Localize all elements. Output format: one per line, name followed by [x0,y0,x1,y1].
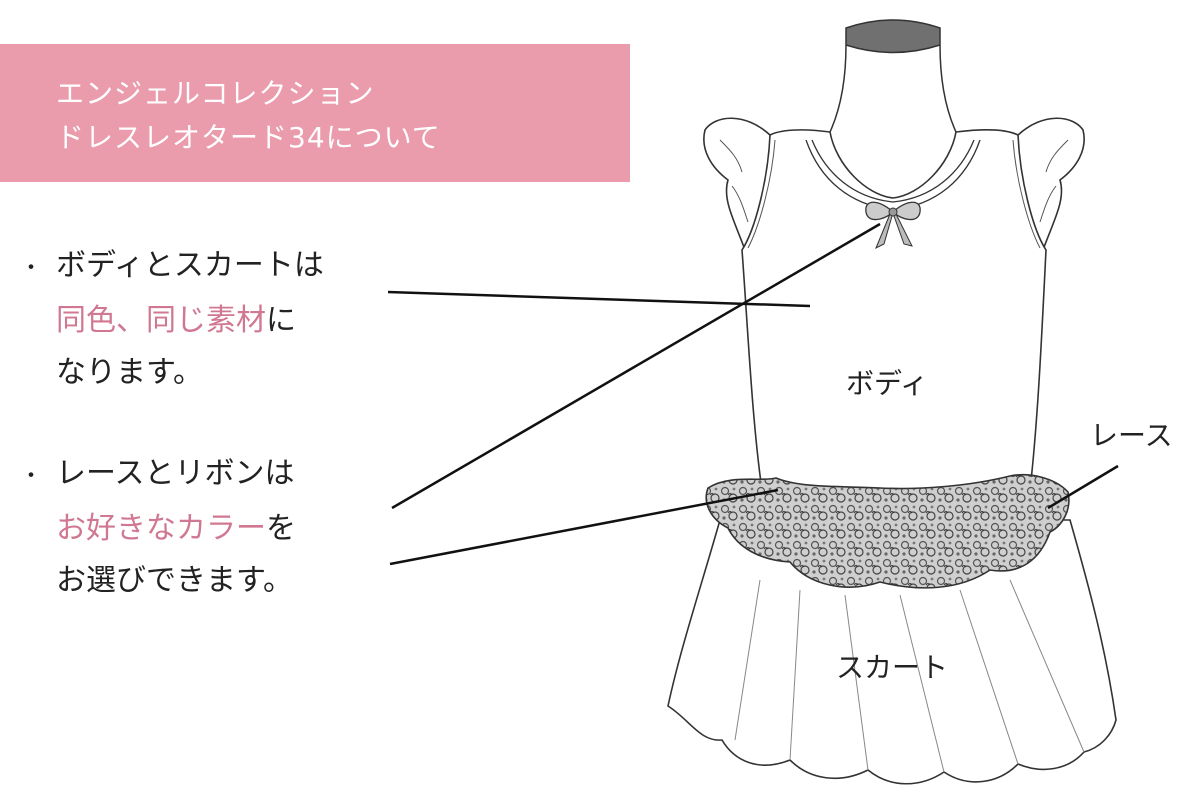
right-sleeve [1017,117,1085,251]
pointer-lines [387,222,1119,566]
pointer-line-lace-label [1047,464,1119,510]
bodice [741,129,1047,491]
skirt [667,519,1117,785]
ribbon-bow [865,201,921,250]
lace-ruffle [705,473,1070,589]
left-sleeve [703,117,771,251]
bullet-body-skirt: ・ ボディとスカートは 同色、同じ素材に なります。 [20,240,324,399]
bullet-marker: ・ [20,256,43,281]
bullet-marker: ・ [20,464,43,489]
pointer-line-body [387,290,811,308]
bullet-text-line: を [266,511,296,546]
bullet-lace-ribbon: ・ レースとリボンは お好きなカラーを お選びできます。 [20,448,296,607]
bullet-text-line: に [266,303,296,338]
bullet-text-line: なります。 [56,355,203,390]
label-body: ボディ [846,367,929,400]
pointer-line-lace [389,488,779,566]
bullet-text-line: レースとリボンは [56,456,295,491]
title-banner: エンジェルコレクション ドレスレオタード34について [0,44,630,182]
title-line-2: ドレスレオタード34について [56,121,441,154]
label-lace: レース [1090,419,1173,452]
bullet-text-line: お選びできます。 [56,563,293,598]
title-line-1: エンジェルコレクション [56,77,375,110]
highlight-text: お好きなカラー [56,511,266,546]
label-skirt: スカート [836,651,949,684]
pointer-line-ribbon [391,222,881,510]
highlight-text: 同色、同じ素材 [56,303,266,338]
bullet-text-line: ボディとスカートは [56,248,324,283]
mannequin-neck [829,19,957,133]
